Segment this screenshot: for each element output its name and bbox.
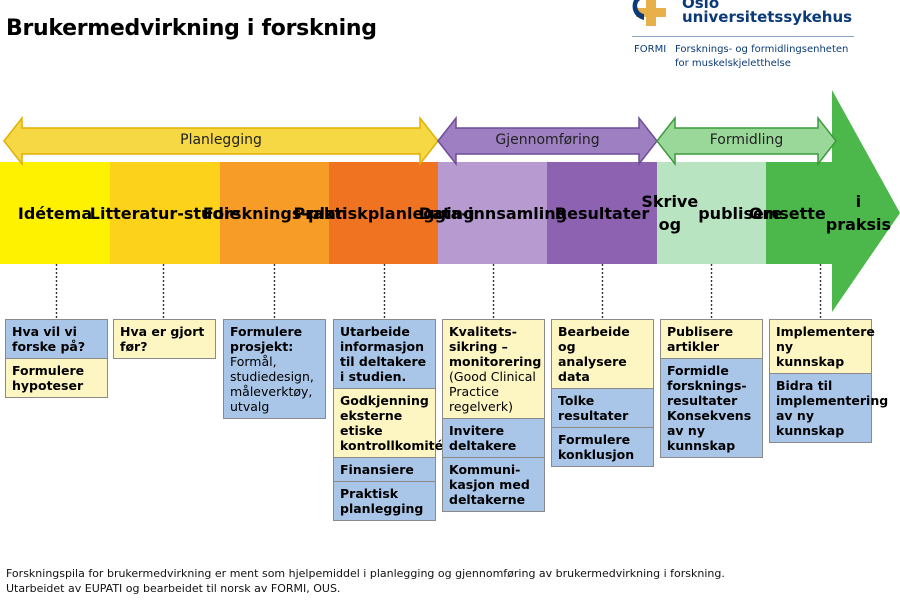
activity-box: Utarbeide informasjon til deltakere i st…: [333, 319, 436, 389]
activity-box: Implementere ny kunnskap: [769, 319, 875, 374]
stage-block: [110, 162, 220, 264]
activity-text: Kvalitets-sikring – monitorering: [449, 324, 542, 369]
activity-box: Bearbeide og analysere data: [551, 319, 654, 389]
footer-line1: Forskningspila for brukermedvirkning er …: [6, 567, 725, 580]
stage-block: [438, 162, 548, 264]
activity-text: Implementere ny kunnskap: [776, 324, 875, 369]
logo-unit-short: FORMI: [634, 44, 667, 55]
stage-block: [657, 162, 767, 264]
page-title: Brukermedvirkning i forskning: [6, 16, 377, 41]
activity-box: Godkjenning eksterne etiske kontrollkomi…: [333, 388, 444, 458]
logo-divider: [632, 36, 854, 37]
activity-text: Formulere hypoteser: [12, 363, 85, 393]
activity-text: Finansiere: [340, 462, 414, 477]
phase-arrow: [656, 115, 837, 167]
hospital-cross-icon: [632, 0, 666, 26]
activity-text: Formidle forsknings-resultater Konsekven…: [667, 363, 752, 453]
stage-label: Forsknings-plan: [202, 203, 348, 223]
activity-box: Finansiere: [333, 457, 436, 482]
activity-box: Hva vil vi forske på?: [5, 319, 108, 359]
stage-activities: Formulere prosjekt:Formål, studiedesign,…: [223, 319, 326, 419]
activity-detail: Formål, studiedesign, måleverktøy, utval…: [230, 354, 314, 414]
phase-label: Gjennomføring: [495, 132, 600, 148]
activity-box: Formulere hypoteser: [5, 358, 108, 398]
activity-box: Hva er gjort før?: [113, 319, 216, 359]
phase-label: Formidling: [709, 132, 784, 148]
activity-text: Bidra til implementering av ny kunnskap: [776, 378, 889, 438]
activity-text: Formulere prosjekt:: [230, 324, 303, 354]
activity-text: Tolke resultater: [558, 393, 629, 423]
activity-text: Publisere artikler: [667, 324, 734, 354]
activity-box: Kvalitets-sikring – monitorering(Good Cl…: [442, 319, 545, 419]
activity-text: Hva er gjort før?: [120, 324, 205, 354]
activity-detail: (Good Clinical Practice regelverk): [449, 369, 536, 414]
activity-box: Formulere prosjekt:Formål, studiedesign,…: [223, 319, 326, 419]
activity-box: Invitere deltakere: [442, 418, 545, 458]
stage-block: [547, 162, 657, 264]
activity-text: Hva vil vi forske på?: [12, 324, 86, 354]
stage-label: Data-innsamling: [418, 203, 568, 223]
activity-box: Formidle forsknings-resultater Konsekven…: [660, 358, 763, 458]
activity-box: Kommuni-kasjon med deltakerne: [442, 457, 545, 512]
footer-line2: Utarbeidet av EUPATI og bearbeidet til n…: [6, 582, 341, 595]
stage-activities: Kvalitets-sikring – monitorering(Good Cl…: [442, 319, 545, 512]
activity-box: Publisere artikler: [660, 319, 763, 359]
logo-unit-line1: Forsknings- og formidlingsenheten: [675, 44, 849, 55]
final-stage-arrow: [766, 90, 900, 312]
activity-text: Invitere deltakere: [449, 423, 517, 453]
phase-label: Planlegging: [180, 132, 262, 148]
footer: Forskningspila for brukermedvirkning er …: [6, 566, 725, 596]
hospital-logo: Oslo universitetssykehus FORMI Forskning…: [628, 0, 900, 78]
stage-block: [329, 162, 439, 264]
activity-text: Godkjenning eksterne etiske kontrollkomi…: [340, 393, 444, 453]
activity-text: Formulere konklusjon: [558, 432, 635, 462]
activity-box: Tolke resultater: [551, 388, 654, 428]
stage-block: [0, 162, 110, 264]
activity-text: Kommuni-kasjon med deltakerne: [449, 462, 530, 507]
logo-name-line2: universitetssykehus: [682, 8, 853, 26]
logo-name-line1: Oslo: [682, 0, 720, 12]
stage-activities: Utarbeide informasjon til deltakere i st…: [333, 319, 444, 521]
activity-text: Utarbeide informasjon til deltakere i st…: [340, 324, 427, 384]
logo-unit-line2: for muskelskjeletthelse: [675, 58, 791, 69]
activity-box: Formulere konklusjon: [551, 427, 654, 467]
activity-text: Bearbeide og analysere data: [558, 324, 630, 384]
stage-label: Litteratur-studie: [89, 203, 241, 223]
activity-text: Praktisk planlegging: [340, 486, 424, 516]
activity-box: Praktisk planlegging: [333, 481, 436, 521]
stage-activities: Hva vil vi forske på? Formulere hypoteser: [5, 319, 108, 398]
stage-label: Resultater: [554, 203, 650, 223]
stage-activities: Hva er gjort før?: [113, 319, 216, 359]
stage-block: [220, 162, 330, 264]
activity-box: Bidra til implementering av ny kunnskap: [769, 373, 889, 443]
